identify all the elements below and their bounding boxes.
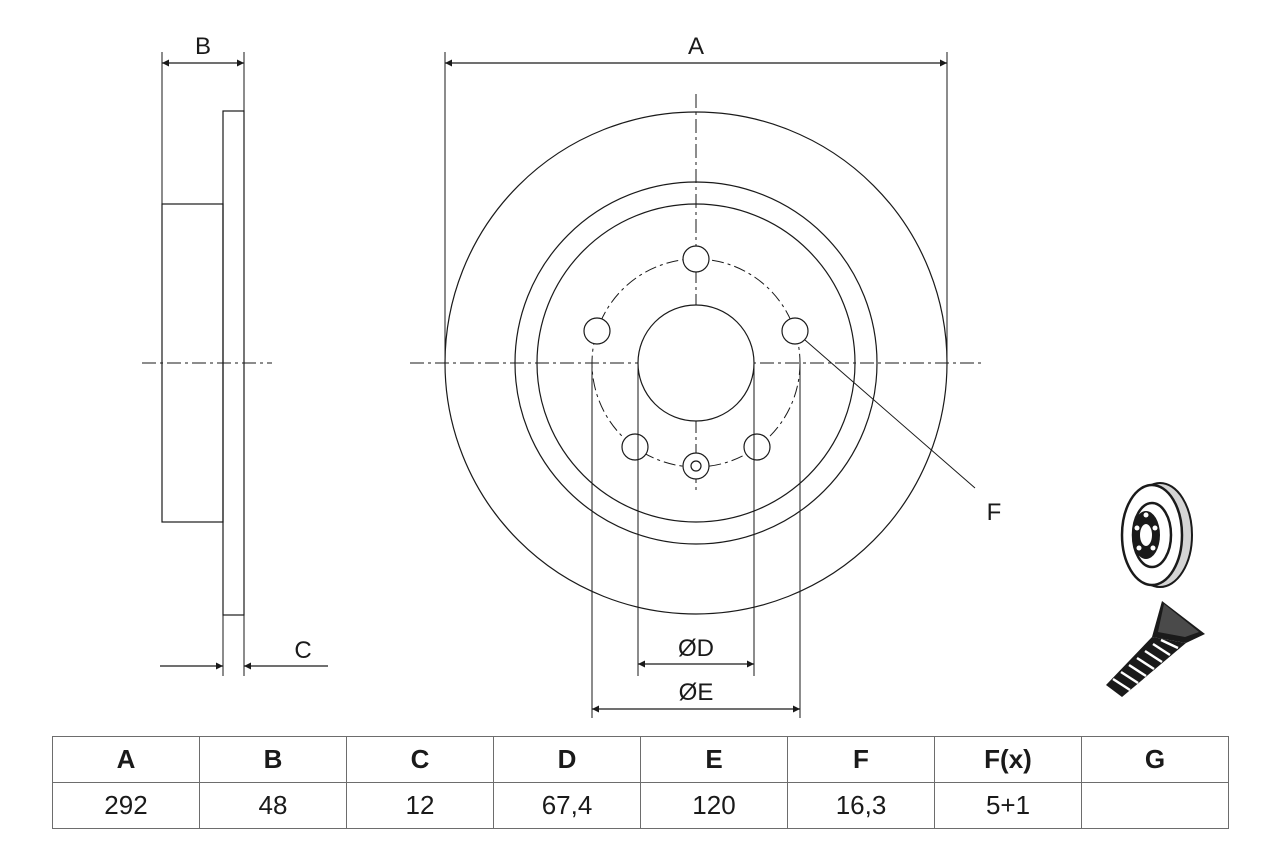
table-header-cell: F	[787, 736, 935, 783]
table-row: 292 48 12 67,4 120 16,3 5+1	[52, 782, 1229, 829]
mounting-screw-icon	[1106, 601, 1205, 697]
bolt-hole-3	[743, 433, 771, 461]
table-header-cell: B	[199, 736, 347, 783]
brake-disc-icon	[1120, 482, 1193, 588]
table-cell: 12	[346, 782, 494, 829]
table-cell: 292	[52, 782, 200, 829]
dimension-d-label: ØD	[678, 635, 714, 662]
specification-table: A B C D E F F(x) G 292 48 12 67,4 120 16…	[52, 736, 1229, 829]
table-header-row: A B C D E F F(x) G	[52, 736, 1229, 783]
bolt-hole-4	[621, 433, 649, 461]
table-cell: 5+1	[934, 782, 1082, 829]
side-view	[142, 52, 328, 676]
disc-hat-circle	[536, 203, 856, 523]
table-cell: 48	[199, 782, 347, 829]
table-cell: 16,3	[787, 782, 935, 829]
table-cell: 67,4	[493, 782, 641, 829]
table-header-cell: F(x)	[934, 736, 1082, 783]
dimension-b-label: B	[195, 33, 211, 60]
screw-hole-inner	[690, 460, 702, 472]
dimension-f-leader	[804, 339, 976, 489]
dimension-f-label: F	[987, 499, 1002, 526]
screw-hole	[682, 452, 710, 480]
front-view	[410, 52, 982, 718]
disc-friction-inner-circle	[514, 181, 878, 545]
table-header-cell: C	[346, 736, 494, 783]
table-header-cell: E	[640, 736, 788, 783]
dimension-c-label: C	[294, 637, 311, 664]
table-cell: 120	[640, 782, 788, 829]
table-header-cell: D	[493, 736, 641, 783]
table-cell	[1081, 782, 1229, 829]
bolt-hole-2	[781, 317, 809, 345]
dimension-e-label: ØE	[679, 679, 714, 706]
bolt-hole-5	[583, 317, 611, 345]
table-header-cell: A	[52, 736, 200, 783]
dimension-a-label: A	[688, 33, 704, 60]
bolt-hole-1	[682, 245, 710, 273]
center-bore	[637, 304, 755, 422]
table-header-cell: G	[1081, 736, 1229, 783]
